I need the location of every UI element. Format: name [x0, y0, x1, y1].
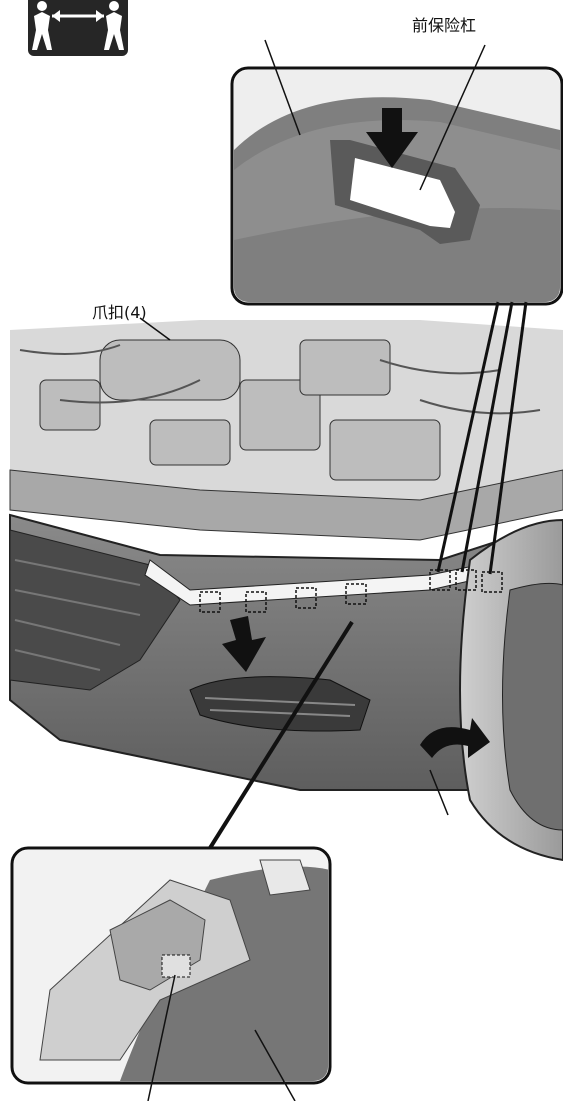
clip-detail	[161, 954, 191, 978]
bottom-detail-callout	[10, 846, 332, 1085]
pull-out-arrow	[420, 718, 490, 758]
car-front-view	[9, 320, 563, 862]
pull-down-arrow	[222, 616, 266, 672]
clip-markers	[199, 569, 503, 613]
clip-label: 爪扣(4)	[92, 303, 147, 322]
front-bumper-label: 前保险杠	[412, 16, 477, 35]
top-detail-callout	[230, 66, 563, 306]
two-person-lift-icon	[28, 0, 128, 56]
